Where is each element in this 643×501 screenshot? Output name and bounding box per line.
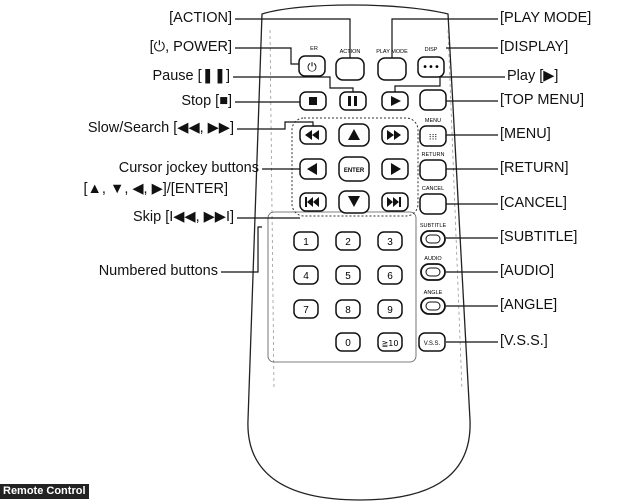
number-key-label: 5 (345, 271, 351, 282)
search-back-button[interactable] (299, 125, 327, 145)
label-top-menu: [TOP MENU] (500, 92, 585, 108)
display-button[interactable]: ••• (417, 56, 445, 78)
audio-mark: AUDIO (424, 256, 442, 262)
number-key-6[interactable]: 6 (377, 265, 403, 285)
number-key-label: 2 (345, 237, 351, 248)
cursor-down-button[interactable] (338, 190, 370, 214)
subtitle-mark: SUBTITLE (420, 223, 447, 229)
skip-back-button[interactable] (299, 192, 327, 212)
number-key-5[interactable]: 5 (335, 265, 361, 285)
display-mark: DISP (425, 47, 438, 53)
ten-plus-button[interactable] (377, 332, 403, 352)
label-power: [⏻, POWER] (149, 39, 232, 55)
ten-plus-mark: ≧10 (382, 339, 399, 348)
pause-button[interactable] (339, 91, 367, 111)
leader-lines (221, 18, 505, 343)
enter-mark: ENTER (344, 168, 365, 174)
remote-body-outline (247, 4, 471, 501)
top-menu-button[interactable] (419, 89, 447, 111)
power-mark: ER (310, 46, 318, 52)
play-mode-button[interactable] (377, 57, 407, 81)
number-key-label: 0 (345, 338, 351, 349)
cancel-mark: CANCEL (422, 186, 444, 192)
svg-text:⁝⁝⁝: ⁝⁝⁝ (429, 133, 438, 143)
label-play: Play [▶] (507, 68, 559, 84)
label-return: [RETURN] (500, 160, 569, 176)
label-cancel: [CANCEL] (500, 195, 567, 211)
skip-forward-button[interactable] (381, 192, 409, 212)
label-skip: Skip [I◀◀, ▶▶I] (132, 209, 234, 225)
menu-mark: MENU (425, 118, 441, 124)
stop-button[interactable] (299, 91, 327, 111)
play-button[interactable] (381, 91, 409, 111)
return-mark: RETURN (422, 152, 445, 158)
label-cursor-jockey: Cursor jockey buttons (118, 160, 259, 176)
number-key-0[interactable]: 0 (335, 332, 361, 352)
svg-text:•••: ••• (422, 62, 440, 73)
number-key-7[interactable]: 7 (293, 299, 319, 319)
audio-button[interactable] (420, 263, 446, 281)
number-key-label: 8 (345, 305, 351, 316)
label-numbered: Numbered buttons (98, 263, 218, 279)
cancel-button[interactable] (419, 193, 447, 215)
cursor-cluster-frame (291, 117, 419, 217)
cursor-up-button[interactable] (338, 123, 370, 147)
subtitle-button[interactable] (420, 230, 446, 248)
number-key-label: 3 (387, 237, 393, 248)
label-action: [ACTION] (169, 10, 232, 26)
label-subtitle: [SUBTITLE] (500, 229, 578, 245)
number-key-label: 1 (303, 237, 309, 248)
angle-mark: ANGLE (424, 290, 443, 296)
label-angle: [ANGLE] (500, 297, 558, 313)
number-key-label: 7 (303, 305, 309, 316)
label-display: [DISPLAY] (500, 39, 569, 55)
label-stop: Stop [■] (181, 93, 232, 109)
vss-button[interactable] (418, 332, 446, 352)
search-forward-button[interactable] (381, 125, 409, 145)
label-play-mode: [PLAY MODE] (500, 10, 592, 26)
corner-tag: Remote Control (0, 484, 89, 499)
remote-inner-edge (269, 29, 463, 391)
number-key-3[interactable]: 3 (377, 231, 403, 251)
label-menu: [MENU] (500, 126, 551, 142)
number-key-2[interactable]: 2 (335, 231, 361, 251)
label-audio: [AUDIO] (500, 263, 554, 279)
angle-button[interactable] (420, 297, 446, 315)
return-button[interactable] (419, 159, 447, 181)
power-button[interactable]: ⏻ (298, 55, 326, 77)
label-cursor-keys: [▲, ▼, ◀, ▶]/[ENTER] (83, 181, 228, 197)
label-slow-search: Slow/Search [◀◀, ▶▶] (87, 120, 234, 136)
label-vss: [V.S.S.] (500, 333, 548, 349)
menu-button[interactable]: ⁝⁝⁝ (419, 125, 447, 147)
number-key-label: 9 (387, 305, 393, 316)
number-key-9[interactable]: 9 (377, 299, 403, 319)
number-key-1[interactable]: 1 (293, 231, 319, 251)
enter-button[interactable] (338, 156, 370, 182)
number-key-label: 6 (387, 271, 393, 282)
number-key-8[interactable]: 8 (335, 299, 361, 319)
label-pause: Pause [❚❚] (152, 68, 231, 84)
cursor-left-button[interactable] (299, 158, 327, 180)
cursor-right-button[interactable] (381, 158, 409, 180)
numbered-buttons: 1 2 3 4 5 6 7 8 9 0 (293, 231, 403, 352)
action-button[interactable] (335, 57, 365, 81)
number-key-label: 4 (303, 271, 309, 282)
vss-mark: V.S.S. (424, 341, 441, 347)
number-key-4[interactable]: 4 (293, 265, 319, 285)
svg-text:⏻: ⏻ (307, 60, 317, 74)
